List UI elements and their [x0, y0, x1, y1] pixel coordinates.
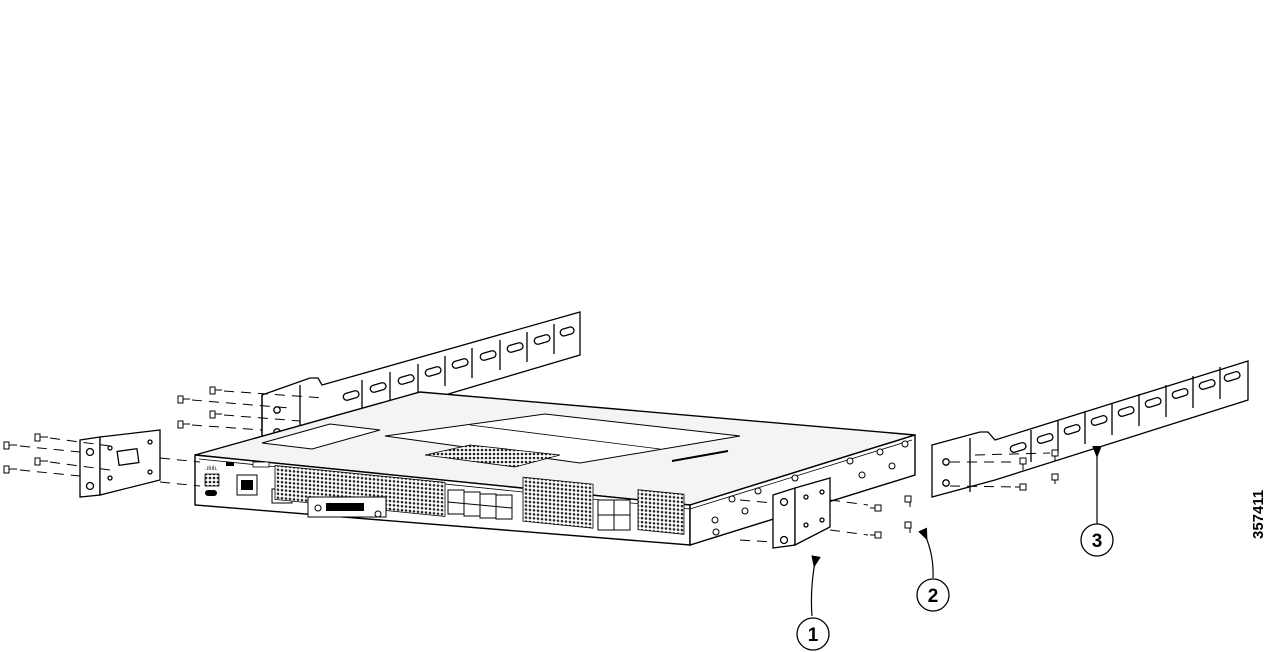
screw-icon [1015, 483, 1027, 491]
sfp-port-bank-2 [597, 499, 631, 531]
callout-3-number: 3 [1092, 531, 1103, 552]
screw-icon [209, 410, 222, 419]
callout-1-circle [796, 617, 830, 651]
screw-icon [3, 441, 17, 450]
led-block [226, 462, 234, 466]
screw-icon [1019, 457, 1027, 470]
screw-icon [177, 420, 190, 429]
sfp-port-bank [447, 489, 513, 520]
screw-icon [904, 521, 912, 533]
console-port [204, 473, 220, 487]
front-bracket-right [772, 477, 831, 549]
front-vent-3 [637, 489, 685, 535]
screws [3, 386, 1059, 539]
screw-icon [904, 495, 912, 507]
screw-icon [3, 465, 17, 474]
screw-icon [177, 395, 190, 404]
rear-bracket-left-slots [342, 326, 575, 401]
front-vent-2 [522, 476, 594, 529]
screw-icon [34, 433, 48, 442]
callout-3-circle [1080, 523, 1114, 557]
callout-1: 1 [796, 555, 830, 651]
alignment-lines [19, 390, 1051, 543]
figure-id: 357411 [1250, 490, 1267, 539]
screw-icon [870, 504, 882, 512]
callout-2-number: 2 [928, 586, 939, 607]
screw-icon [1051, 473, 1059, 484]
status-leds [252, 461, 270, 468]
screw-icon [34, 457, 48, 466]
usb-port-icon [205, 490, 217, 496]
front-bracket-left [79, 429, 161, 498]
rear-bracket-right [931, 360, 1249, 498]
screw-icon [209, 386, 222, 395]
callout-2: 2 [916, 527, 950, 612]
vendor-logo: .ılıılı. [205, 466, 218, 472]
callout-2-circle [916, 578, 950, 612]
top-label-left [261, 423, 381, 450]
top-vent [424, 444, 561, 468]
callout-1-number: 1 [808, 625, 819, 646]
front-panel: .ılıılı. [204, 461, 685, 535]
callout-3: 3 [1080, 446, 1114, 557]
screw-icon [870, 531, 882, 539]
screw-icon [1051, 449, 1059, 461]
